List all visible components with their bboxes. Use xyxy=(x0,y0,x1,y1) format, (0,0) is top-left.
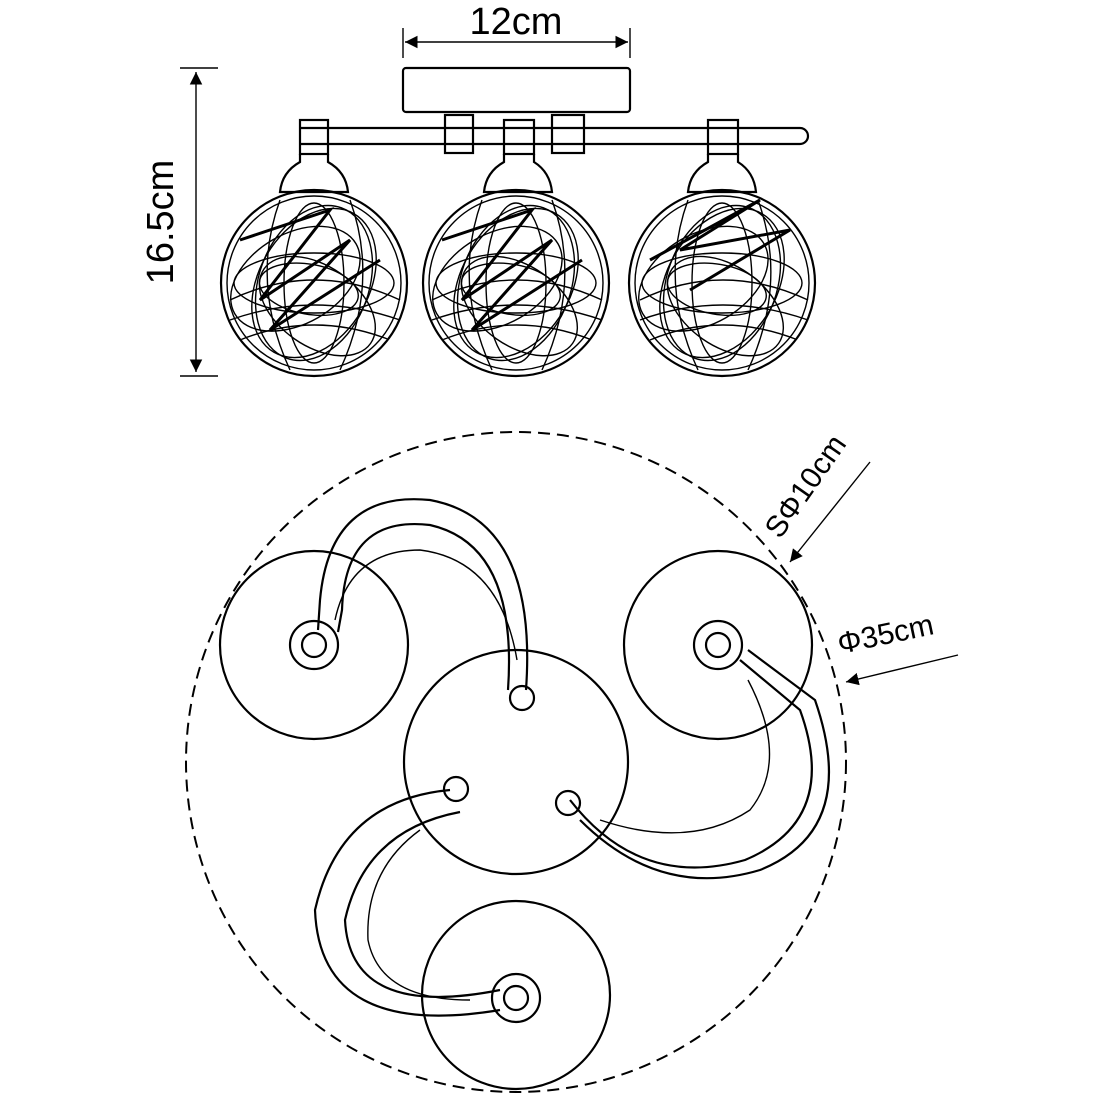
globe-plan-right xyxy=(622,549,814,741)
globe-center xyxy=(421,154,611,378)
globe-right xyxy=(627,154,817,378)
globe-plan-top-left xyxy=(218,549,410,741)
lamp-top-view: SΦ10cm Φ35cm xyxy=(185,429,959,1093)
overall-diameter-label: Φ35cm xyxy=(835,608,937,661)
height-dimension: 16.5cm xyxy=(140,67,218,377)
globe-diameter-label: SΦ10cm xyxy=(759,429,853,544)
lamp-side-view xyxy=(219,66,817,378)
arm-right xyxy=(554,649,830,880)
globe-left xyxy=(219,154,409,378)
width-label: 12cm xyxy=(470,1,563,43)
overall-diameter-dimension: Φ35cm xyxy=(835,608,959,686)
center-canopy xyxy=(402,648,630,876)
overall-diameter-outline xyxy=(185,431,847,1093)
arm-top-left xyxy=(316,498,536,712)
globe-plan-bottom xyxy=(420,899,612,1091)
width-dimension: 12cm xyxy=(402,1,631,58)
height-label: 16.5cm xyxy=(140,160,182,285)
globe-diameter-dimension: SΦ10cm xyxy=(759,429,871,563)
arm-bottom xyxy=(313,775,501,1017)
